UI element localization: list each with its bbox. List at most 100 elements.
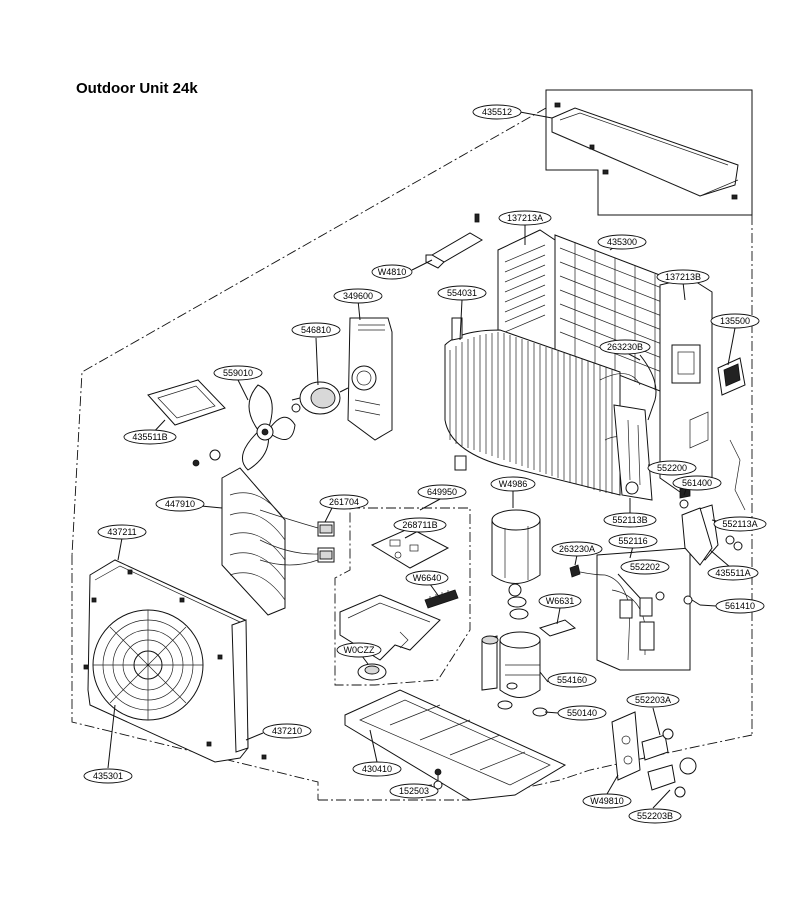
part-label-w4986: W4986 (490, 476, 536, 492)
svg-text:437211: 437211 (107, 527, 136, 537)
svg-text:552113A: 552113A (722, 519, 757, 529)
compressor-554160 (481, 583, 541, 698)
svg-text:554031: 554031 (447, 288, 477, 298)
part-label-w6640: W6640 (405, 570, 449, 586)
svg-text:552203B: 552203B (637, 811, 673, 821)
valve-bracket-552200 (613, 404, 653, 501)
part-label-552113b: 552113B (603, 512, 657, 528)
svg-text:447910: 447910 (165, 499, 195, 509)
fan-motor-546810 (291, 381, 349, 415)
part-label-435300: 435300 (597, 234, 647, 250)
clip-w6631 (538, 619, 577, 637)
valve-552203a (641, 728, 697, 775)
part-label-649950: 649950 (417, 484, 467, 500)
svg-text:W4986: W4986 (499, 479, 528, 489)
part-label-447910: 447910 (155, 496, 205, 512)
svg-text:263230A: 263230A (559, 544, 595, 554)
svg-text:435301: 435301 (93, 771, 123, 781)
condenser-coil-554031 (444, 317, 641, 496)
svg-text:561410: 561410 (725, 601, 755, 611)
svg-text:137213A: 137213A (507, 213, 543, 223)
valve-bracket-w49810 (611, 711, 641, 781)
part-label-349600: 349600 (333, 288, 383, 304)
part-label-552203a: 552203A (626, 692, 680, 708)
part-label-552202: 552202 (620, 559, 670, 575)
part-label-152503: 152503 (389, 783, 439, 799)
part-label-137213a: 137213A (498, 210, 552, 226)
svg-text:552116: 552116 (618, 536, 647, 546)
svg-text:W0CZZ: W0CZZ (344, 645, 375, 655)
svg-text:435512: 435512 (482, 107, 512, 117)
svg-text:435511B: 435511B (132, 432, 167, 442)
valve-552203b (647, 764, 686, 798)
svg-text:561400: 561400 (682, 478, 712, 488)
side-panel-137213b (659, 277, 713, 493)
pcb-268711b (370, 527, 450, 569)
svg-text:W6640: W6640 (413, 573, 442, 583)
svg-text:430410: 430410 (362, 764, 392, 774)
svg-text:552200: 552200 (657, 463, 687, 473)
service-valve-552202 (604, 574, 665, 661)
part-label-550140: 550140 (557, 705, 607, 721)
svg-text:W49810: W49810 (590, 796, 624, 806)
wire-right-side (729, 439, 746, 511)
svg-text:552113B: 552113B (612, 515, 647, 525)
base-pan-430410 (344, 689, 567, 801)
part-label-263230b: 263230B (599, 339, 651, 355)
fan-guard-447910 (221, 467, 286, 616)
fitting-561410 (683, 595, 701, 606)
part-label-430410: 430410 (352, 761, 402, 777)
svg-text:W4810: W4810 (378, 267, 407, 277)
service-cover-135500 (717, 357, 746, 396)
svg-text:W6631: W6631 (546, 596, 575, 606)
part-label-435511a: 435511A (707, 565, 759, 581)
part-label-w0czz: W0CZZ (336, 642, 382, 658)
part-label-435512: 435512 (472, 104, 522, 120)
part-label-561410: 561410 (715, 598, 765, 614)
side-panel-437210 (231, 619, 249, 753)
capacitor-261704 (259, 509, 335, 566)
part-label-552200: 552200 (647, 460, 697, 476)
svg-text:435511A: 435511A (715, 568, 750, 578)
svg-text:137213B: 137213B (665, 272, 701, 282)
sound-jacket-w4986 (491, 509, 541, 584)
part-label-135500: 135500 (710, 313, 760, 329)
svg-text:550140: 550140 (567, 708, 597, 718)
part-label-435511b: 435511B (123, 429, 177, 445)
part-label-552203b: 552203B (628, 808, 682, 824)
svg-text:559010: 559010 (223, 368, 253, 378)
cover-435511a (681, 507, 713, 566)
valve-group-outline (596, 547, 691, 671)
top-cover-box (545, 89, 753, 216)
svg-text:552203A: 552203A (635, 695, 671, 705)
svg-text:649950: 649950 (427, 487, 457, 497)
svg-text:349600: 349600 (343, 291, 373, 301)
part-label-268711b: 268711B (393, 517, 447, 533)
sensor-263230a (569, 564, 606, 578)
svg-text:437210: 437210 (272, 726, 302, 736)
part-label-437210: 437210 (262, 723, 312, 739)
reactor-w0czz (357, 663, 387, 681)
svg-text:552202: 552202 (630, 562, 660, 572)
part-label-263230a: 263230A (551, 541, 603, 557)
svg-text:261704: 261704 (329, 497, 359, 507)
terminal-block-w6640 (424, 589, 459, 609)
part-label-554031: 554031 (437, 285, 487, 301)
bracket-w4810 (425, 213, 483, 269)
part-label-261704: 261704 (319, 494, 369, 510)
part-label-437211: 437211 (97, 524, 147, 540)
part-label-435301: 435301 (83, 768, 133, 784)
diagram-title: Outdoor Unit 24k (76, 80, 198, 97)
control-box-outline (334, 507, 471, 686)
motor-bracket-349600 (347, 317, 393, 441)
fan-blade-559010 (192, 384, 296, 471)
screw-152503 (433, 775, 443, 790)
svg-text:268711B: 268711B (402, 520, 437, 530)
svg-text:554160: 554160 (557, 675, 587, 685)
part-label-561400: 561400 (672, 475, 722, 491)
part-label-552116: 552116 (608, 533, 658, 549)
svg-text:152503: 152503 (399, 786, 429, 796)
part-label-559010: 559010 (213, 365, 263, 381)
part-label-546810: 546810 (291, 322, 341, 338)
